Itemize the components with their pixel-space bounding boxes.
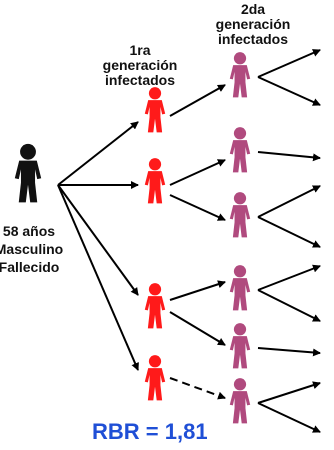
second-generation-person: [229, 378, 251, 424]
index-case-line: 58 años: [2, 223, 56, 239]
arrow-gen2-onward: [257, 185, 321, 218]
arrow-gen1-to-gen2: [169, 311, 226, 346]
header-gen2-line: 2da: [240, 1, 266, 17]
header-gen2-line: infectados: [217, 31, 288, 47]
arrow-gen1-to-gen2: [169, 194, 226, 221]
header-gen1-line: 1ra: [129, 42, 151, 58]
first-generation-person: [144, 355, 166, 401]
index-case-person: [14, 143, 42, 203]
arrow-gen1-to-gen2: [169, 159, 226, 186]
second-generation-person: [229, 52, 251, 98]
arrow-index-to-gen1: [57, 121, 139, 186]
arrow-gen1-to-gen2: [169, 84, 226, 117]
header-gen2-line: generación: [215, 16, 291, 32]
header-first-generation: 1ra generación infectados: [92, 43, 188, 88]
arrow-index-to-gen1: [57, 184, 139, 296]
index-case-line: Fallecido: [0, 259, 60, 275]
first-generation-person: [144, 158, 166, 204]
header-second-generation: 2da generación infectados: [205, 2, 301, 47]
second-generation-person: [229, 127, 251, 173]
arrow-gen1-to-gen2: [169, 377, 226, 400]
header-gen1-line: generación: [102, 57, 178, 73]
first-generation-person: [144, 283, 166, 329]
arrow-gen2-onward: [257, 49, 321, 78]
second-generation-person: [229, 265, 251, 311]
arrow-gen2-onward: [257, 289, 321, 322]
arrow-gen2-onward: [257, 381, 321, 404]
arrow-index-to-gen1: [57, 184, 139, 371]
index-case-line: Masculino: [0, 241, 64, 257]
rbr-value: RBR = 1,81: [92, 419, 208, 444]
index-case-label: 58 años Masculino Fallecido: [0, 222, 70, 276]
arrow-gen2-onward: [257, 76, 321, 106]
arrow-gen2-onward: [257, 216, 321, 248]
arrow-gen2-onward: [257, 347, 321, 357]
second-generation-person: [229, 192, 251, 238]
first-generation-person: [144, 87, 166, 133]
arrow-gen2-onward: [257, 402, 321, 433]
header-gen1-line: infectados: [104, 72, 175, 88]
arrow-gen2-onward: [257, 151, 321, 162]
arrow-gen2-onward: [257, 264, 321, 291]
second-generation-person: [229, 323, 251, 369]
arrow-gen1-to-gen2: [169, 280, 226, 301]
